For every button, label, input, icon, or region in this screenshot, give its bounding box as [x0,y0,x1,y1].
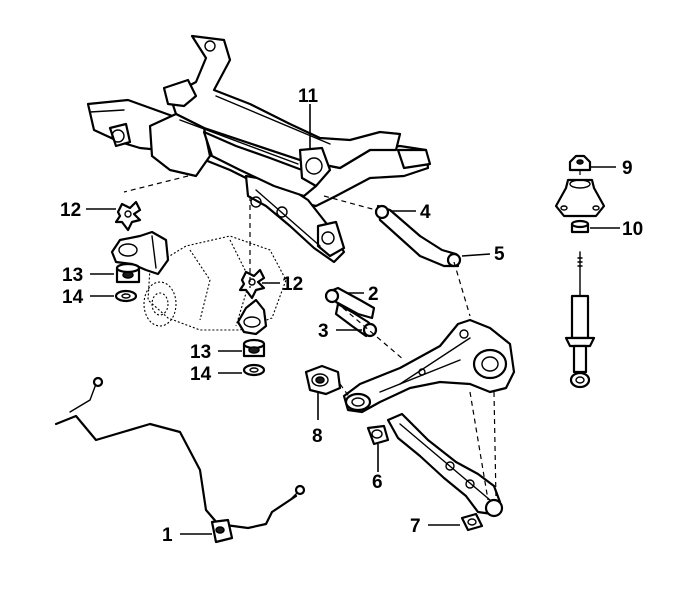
callout-3: 3 [318,321,329,342]
mount-washer-left [114,289,138,303]
trailing-arm-bushing [304,364,342,396]
callout-8: 8 [312,426,323,447]
callout-9: 9 [622,158,633,179]
rear-trailing-arm-hub-carrier [342,318,516,414]
upper-lateral-link [374,204,462,268]
shock-top-bushing [570,219,590,234]
mount-bushing-left [115,262,141,284]
diff-mount-left-group [110,200,170,303]
rear-subframe-crossmember [86,34,432,264]
diff-mount-bracket-right [236,298,268,336]
shock-top-nut [568,154,592,172]
callout-14-right: 14 [190,364,212,385]
callout-7: 7 [410,516,421,537]
diff-mount-right-group [236,268,268,377]
callout-12-right: 12 [282,274,303,295]
mount-nut-left [114,200,142,232]
stabilizer-bar [54,376,306,530]
lower-arm-bushing-outer [460,512,484,532]
shock-absorber [564,251,596,389]
shock-top-mount [554,178,606,218]
callout-13-right: 13 [190,342,211,363]
callout-12-left: 12 [60,200,81,221]
mount-nut-right [238,268,266,300]
callout-11: 11 [298,86,319,107]
stabilizer-bar-bushing [210,518,234,544]
callout-4: 4 [420,202,431,223]
mount-bushing-right [242,338,266,358]
callout-labels: 1 2 3 4 5 6 7 8 9 10 11 12 12 13 13 14 1… [60,86,643,546]
assembly-reference-lines [123,170,581,501]
callout-14-left: 14 [62,287,84,308]
callout-leaders [86,104,620,535]
callout-5: 5 [494,244,505,265]
callout-6: 6 [372,472,383,493]
lower-arm-bushing-inner [366,424,390,446]
lower-control-arm [386,412,504,518]
callout-2: 2 [368,284,379,305]
callout-13-left: 13 [62,265,83,286]
callout-1: 1 [162,525,173,546]
mount-washer-right [242,363,266,377]
callout-10: 10 [622,219,643,240]
